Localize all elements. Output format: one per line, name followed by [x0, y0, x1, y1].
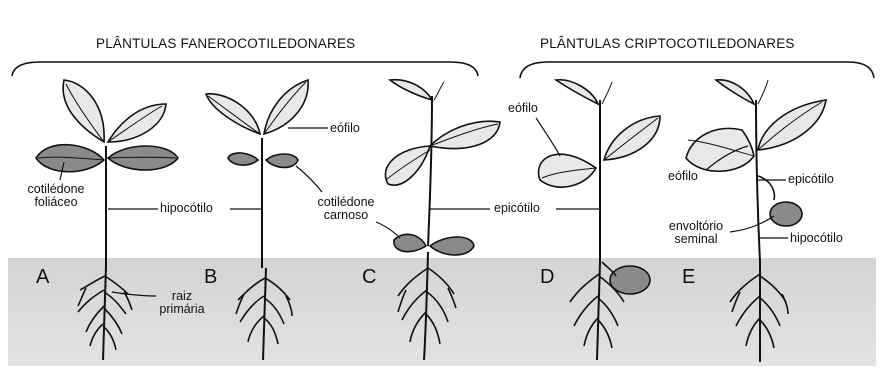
- panel-letter-b: B: [204, 266, 217, 289]
- label-cotiledone-foliaceo: cotilédone foliáceo: [6, 183, 106, 209]
- soil-band: [8, 258, 876, 366]
- label-envoltorio-seminal: envoltório seminal: [656, 220, 736, 246]
- leader-eofilo-d: [536, 118, 560, 156]
- label-hipocotilo-e: hipocótilo: [790, 232, 843, 245]
- panel-letter-c: C: [362, 266, 376, 289]
- label-epicotilo: epicótilo: [494, 202, 540, 215]
- panel-letter-d: D: [540, 266, 554, 289]
- leader-cotiledone-carnoso-c: [376, 222, 400, 238]
- label-eofilo-e: eófilo: [668, 170, 698, 183]
- leader-cotiledone-carnoso: [296, 166, 322, 192]
- label-cotiledone-carnoso: cotilédone carnoso: [306, 196, 386, 222]
- header-cryptocotyledonary: PLÂNTULAS CRIPTOCOTILEDONARES: [540, 36, 795, 51]
- label-eofilo-d: eófilo: [508, 102, 538, 115]
- bracket-cryptocotyledonary: [520, 62, 874, 78]
- panel-letter-e: E: [682, 266, 695, 289]
- panel-letter-a: A: [36, 266, 49, 289]
- header-phanerocotyledonary: PLÂNTULAS FANEROCOTILEDONARES: [96, 36, 355, 51]
- bracket-phanerocotyledonary: [12, 62, 478, 76]
- label-hipocotilo: hipocótilo: [160, 202, 213, 215]
- label-eofilo-b: eófilo: [330, 122, 360, 135]
- label-raiz-primaria: raiz primária: [150, 290, 214, 316]
- leader-envoltorio: [730, 216, 774, 232]
- label-epicotilo-e: epicótilo: [788, 173, 834, 186]
